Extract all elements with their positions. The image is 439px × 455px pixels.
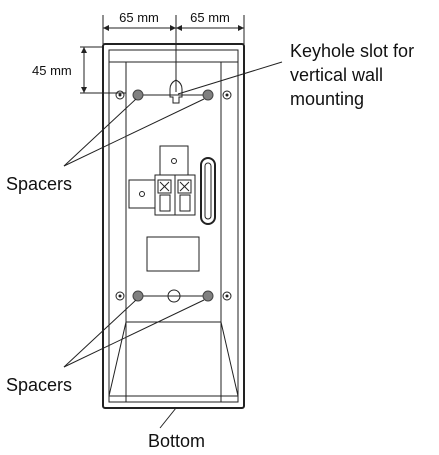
screw-icon [222, 90, 232, 100]
terminal-minus-icon [157, 179, 172, 194]
lower-spacer-leader-b [63, 299, 205, 368]
cabinet-inner-rim [108, 49, 239, 403]
arrow-up [81, 47, 87, 53]
screw-center [225, 93, 229, 97]
screw-center [225, 294, 229, 298]
spacers-label-upper: Spacers [6, 174, 72, 194]
plate-screw-icon [139, 191, 145, 197]
screws [115, 90, 232, 301]
keyhole-label-line1: Keyhole slot for [290, 41, 414, 61]
upper-mount [132, 79, 214, 104]
terminal-clip-left [159, 194, 171, 212]
spacer-icon [202, 290, 214, 302]
port-slot-icon [200, 157, 216, 225]
terminal-hatch [179, 181, 190, 192]
keyhole-label-line2: vertical wall [290, 65, 383, 85]
keyhole-label-line3: mounting [290, 89, 364, 109]
upper-spacer-leader-b [63, 98, 205, 167]
plate-screw-icon [171, 158, 177, 164]
spacers-label-lower: Spacers [6, 375, 72, 395]
bottom-leader [159, 407, 177, 429]
dim-vertical-label: 45 mm [32, 63, 72, 78]
bottom-label: Bottom [148, 431, 205, 451]
spacer-icon [132, 89, 144, 101]
terminal-clip-right [179, 194, 191, 212]
lower-spacer-leader-a [63, 299, 137, 368]
cabinet-outline [102, 43, 245, 409]
arrow-right-b [238, 25, 244, 31]
arrow-left-b [170, 25, 176, 31]
cabinet [102, 43, 245, 409]
arrow-left-a [103, 25, 109, 31]
keyhole-leader [177, 61, 283, 95]
dim-left-label: 65 mm [119, 10, 159, 25]
base-bevel-right [220, 321, 239, 397]
lower-mount [132, 289, 214, 303]
leader-lines [63, 61, 283, 429]
label-plate [146, 236, 200, 272]
base-bevel-left [108, 321, 127, 397]
screw-center [118, 93, 122, 97]
terminal-left-plate [128, 179, 156, 209]
spacer-icon [132, 290, 144, 302]
screw-center [118, 294, 122, 298]
terminal-top-plate [159, 145, 189, 176]
terminal-area [128, 145, 216, 225]
terminal-plus-icon [177, 179, 192, 194]
arrow-right-a [176, 25, 182, 31]
screw-icon [115, 90, 125, 100]
port-slot-inner [204, 162, 212, 220]
screw-icon [222, 291, 232, 301]
lower-keyhole-icon [167, 289, 181, 303]
screw-icon [115, 291, 125, 301]
terminal-hatch [159, 181, 170, 192]
arrow-down [81, 87, 87, 93]
dim-right-label: 65 mm [190, 10, 230, 25]
dimension-marks: 65 mm 65 mm 45 mm [32, 10, 245, 94]
keyhole-slot-icon [169, 79, 183, 104]
spacer-icon [202, 89, 214, 101]
upper-spacer-leader-a [63, 98, 137, 167]
